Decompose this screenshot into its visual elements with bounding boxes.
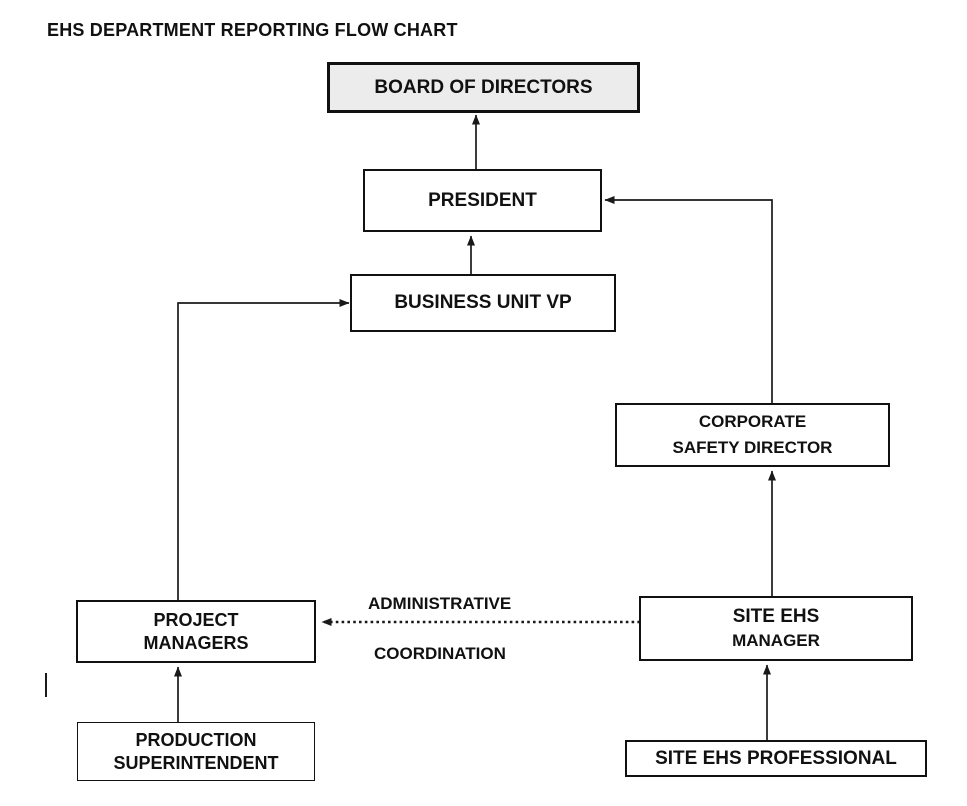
node-business-unit-vp-label: BUSINESS UNIT VP	[394, 292, 572, 314]
page-title: EHS DEPARTMENT REPORTING FLOW CHART	[47, 20, 458, 40]
node-production-superintendent: PRODUCTION SUPERINTENDENT	[77, 722, 315, 781]
edge-label-coordination: COORDINATION	[374, 644, 506, 663]
edge-project-managers-to-business-unit-vp	[177, 299, 350, 600]
node-corporate-safety-director-line1: CORPORATE	[698, 411, 807, 431]
node-corporate-safety-director-line2: SAFETY DIRECTOR	[672, 438, 833, 457]
node-production-superintendent-line2: SUPERINTENDENT	[113, 752, 279, 773]
node-site-ehs-manager-line1: SITE EHS	[732, 606, 820, 628]
stray-tick-mark	[45, 673, 47, 697]
node-site-ehs-professional-label: SITE EHS PROFESSIONAL	[655, 747, 897, 769]
node-board-of-directors: BOARD OF DIRECTORS	[327, 62, 640, 113]
node-site-ehs-professional: SITE EHS PROFESSIONAL	[625, 740, 927, 777]
node-site-ehs-manager: SITE EHS MANAGER	[639, 596, 913, 661]
node-project-managers-line2: MANAGERS	[143, 632, 249, 653]
node-president: PRESIDENT	[363, 169, 602, 232]
node-business-unit-vp: BUSINESS UNIT VP	[350, 274, 616, 332]
node-site-ehs-manager-line2: MANAGER	[732, 630, 820, 650]
node-project-managers-line1: PROJECT	[153, 610, 239, 630]
node-board-of-directors-label: BOARD OF DIRECTORS	[374, 76, 593, 98]
edge-corporate-safety-director-to-president	[604, 196, 773, 403]
node-president-label: PRESIDENT	[428, 189, 537, 211]
node-corporate-safety-director: CORPORATE SAFETY DIRECTOR	[615, 403, 890, 467]
node-production-superintendent-line1: PRODUCTION	[135, 730, 257, 750]
edge-label-administrative: ADMINISTRATIVE	[368, 594, 512, 613]
node-project-managers: PROJECT MANAGERS	[76, 600, 316, 663]
